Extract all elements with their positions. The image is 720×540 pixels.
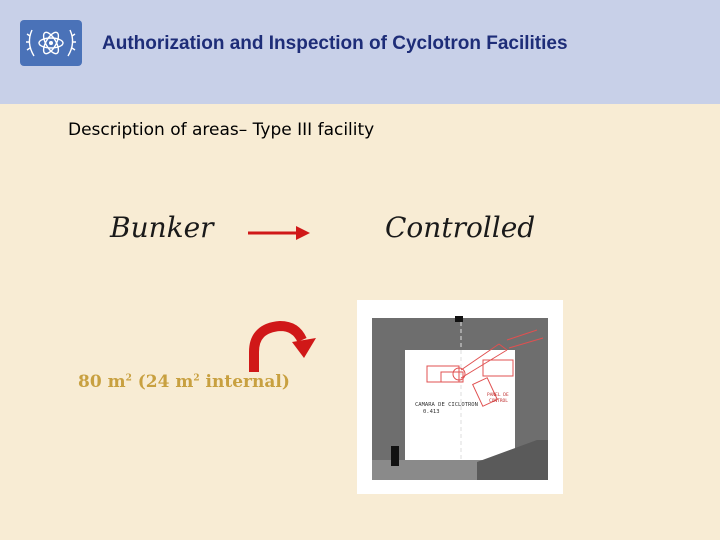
slide-subtitle: Description of areas– Type III facility [68, 120, 375, 140]
controlled-label: Controlled [385, 211, 536, 244]
floor-plan-drawing: CAMARA DE CICLOTRON 0.413 PANEL DE CONTR… [372, 316, 548, 480]
slide-header-title: Authorization and Inspection of Cyclotro… [102, 33, 568, 54]
plan-room-label: CAMARA DE CICLOTRON [415, 402, 478, 408]
floor-plan-image: CAMARA DE CICLOTRON 0.413 PANEL DE CONTR… [357, 300, 563, 494]
plan-room-number: 0.413 [423, 409, 440, 415]
header-band: Authorization and Inspection of Cyclotro… [0, 0, 720, 104]
right-arrow-icon [248, 226, 310, 240]
iaea-atom-icon [26, 29, 76, 57]
area-sup-2: 2 [193, 373, 200, 384]
area-end: internal) [199, 372, 290, 392]
iaea-logo [20, 20, 82, 66]
plan-side-note-2: CONTROL [489, 398, 508, 404]
plan-side-note-1: PANEL DE [487, 392, 509, 398]
area-mid: (24 m [131, 372, 194, 392]
area-sup-1: 2 [125, 373, 132, 384]
bunker-label: Bunker [110, 211, 214, 244]
curved-arrow-icon [249, 320, 316, 372]
area-size-label: 80 m2 (24 m2 internal) [78, 372, 290, 392]
area-main: 80 m [78, 372, 126, 392]
